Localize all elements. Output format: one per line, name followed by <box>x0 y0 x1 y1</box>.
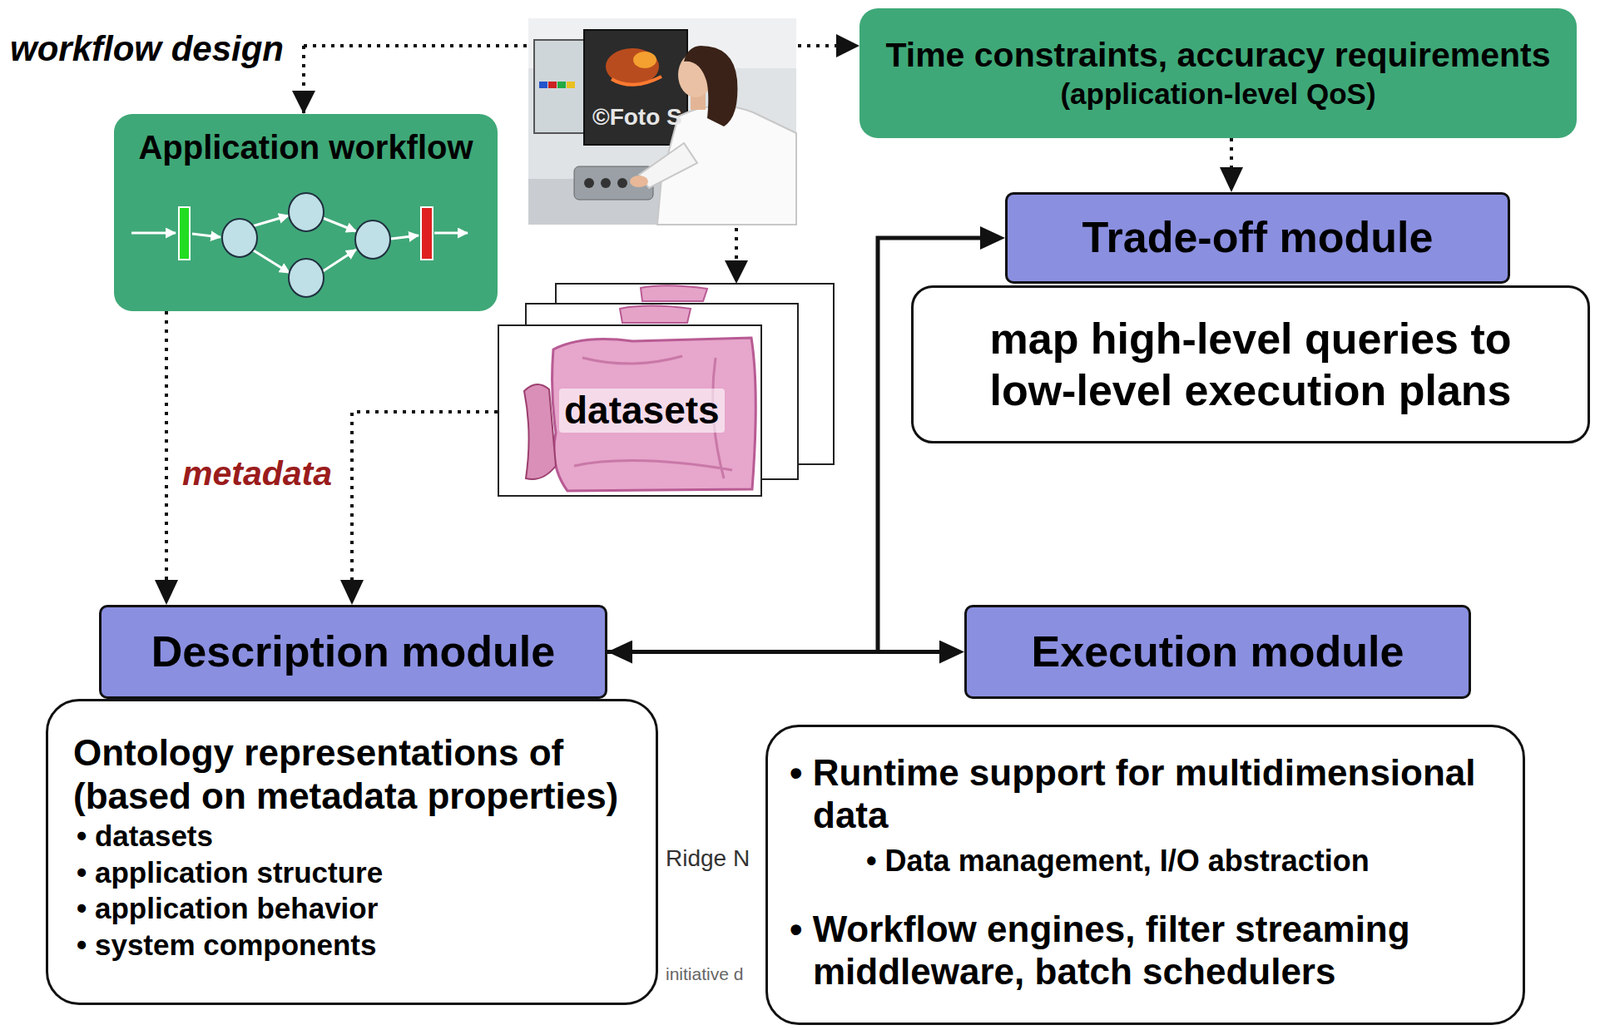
description-box: • Runtime support for multidimensional d… <box>765 724 1526 1026</box>
hair <box>683 45 738 127</box>
task-circle <box>222 218 258 258</box>
node-text: Ontology representations of (based on me… <box>73 731 643 818</box>
workflow-arrow <box>252 215 289 227</box>
annotation-label: Ridge N <box>665 844 750 873</box>
workflow-arrow <box>131 232 176 235</box>
node-text: • Runtime support for multidimensional d… <box>789 752 1506 837</box>
module-box: Description module <box>99 604 608 699</box>
annotation-label: ©Foto S <box>592 103 683 132</box>
node-text: Application workflow <box>138 127 473 168</box>
description-box: Ontology representations of (based on me… <box>45 698 659 1006</box>
node-text: • Workflow engines, filter streaming mid… <box>789 908 1506 993</box>
tissue-sliver <box>619 306 691 324</box>
annotation-label: workflow design <box>9 28 284 70</box>
workflow-arrows <box>131 215 468 273</box>
monitor-bar <box>539 81 548 89</box>
tissue-slice <box>552 337 757 491</box>
node-text: • Data management, I/O abstraction <box>866 842 1506 879</box>
scientist-photo <box>528 18 797 225</box>
node-text: (application-level QoS) <box>1060 75 1376 113</box>
workflow-arrow <box>434 232 468 235</box>
node-text: Time constraints, accuracy requirements <box>885 34 1551 76</box>
tissue-strip <box>524 384 556 480</box>
workflow-arrow <box>192 233 221 238</box>
monitor-image <box>611 76 662 85</box>
dataset-images <box>497 283 834 497</box>
monitor-bar <box>548 81 557 89</box>
module-box: Trade-off module <box>1005 192 1511 284</box>
monitor-image <box>633 51 657 69</box>
node-text: • application structure <box>76 854 383 892</box>
dotted-connector <box>164 311 169 599</box>
monitor <box>534 39 585 134</box>
qos-box: Time constraints, accuracy requirements(… <box>859 8 1577 139</box>
dotted-connector <box>1229 138 1234 186</box>
dataset-stack: datasets <box>497 324 763 497</box>
controller-knob <box>617 178 628 189</box>
workflow-arrow <box>322 249 357 272</box>
tissue-sliver <box>640 285 708 302</box>
node-text: map high-level queries to low-level exec… <box>963 312 1538 417</box>
workflow-arrow <box>322 217 357 232</box>
monitor-bar <box>557 81 566 89</box>
image-frame <box>497 324 763 497</box>
dotted-connector <box>351 411 498 599</box>
task-circle <box>288 193 324 232</box>
node-text: Trade-off module <box>1082 213 1434 263</box>
dotted-arrow <box>302 45 306 114</box>
workflow-arrow <box>252 249 290 273</box>
description-box: map high-level queries to low-level exec… <box>911 285 1591 444</box>
controller-knob <box>584 178 595 189</box>
node-text: • system components <box>76 926 377 964</box>
hand <box>629 175 649 188</box>
node-text: Execution module <box>1031 627 1405 678</box>
dotted-arrow <box>734 227 739 284</box>
photo-background <box>528 18 797 225</box>
task-circle <box>288 258 324 298</box>
node-text: datasets <box>559 388 725 433</box>
module-box: Execution module <box>964 604 1472 699</box>
monitor <box>584 29 688 145</box>
annotation-label: initiative d <box>665 963 744 985</box>
workflow-arrow <box>391 235 419 239</box>
workflow-box: Application workflow <box>113 113 498 312</box>
task-circle <box>355 220 391 259</box>
controller-knob <box>600 178 611 189</box>
end-bar <box>421 207 433 260</box>
node-text: • application behavior <box>76 890 378 927</box>
annotation-label: metadata <box>182 453 332 495</box>
node-text: • datasets <box>76 817 214 855</box>
controller <box>574 166 654 200</box>
node-text: Description module <box>151 627 555 678</box>
start-bar <box>178 207 190 260</box>
monitor-bar <box>566 81 575 89</box>
